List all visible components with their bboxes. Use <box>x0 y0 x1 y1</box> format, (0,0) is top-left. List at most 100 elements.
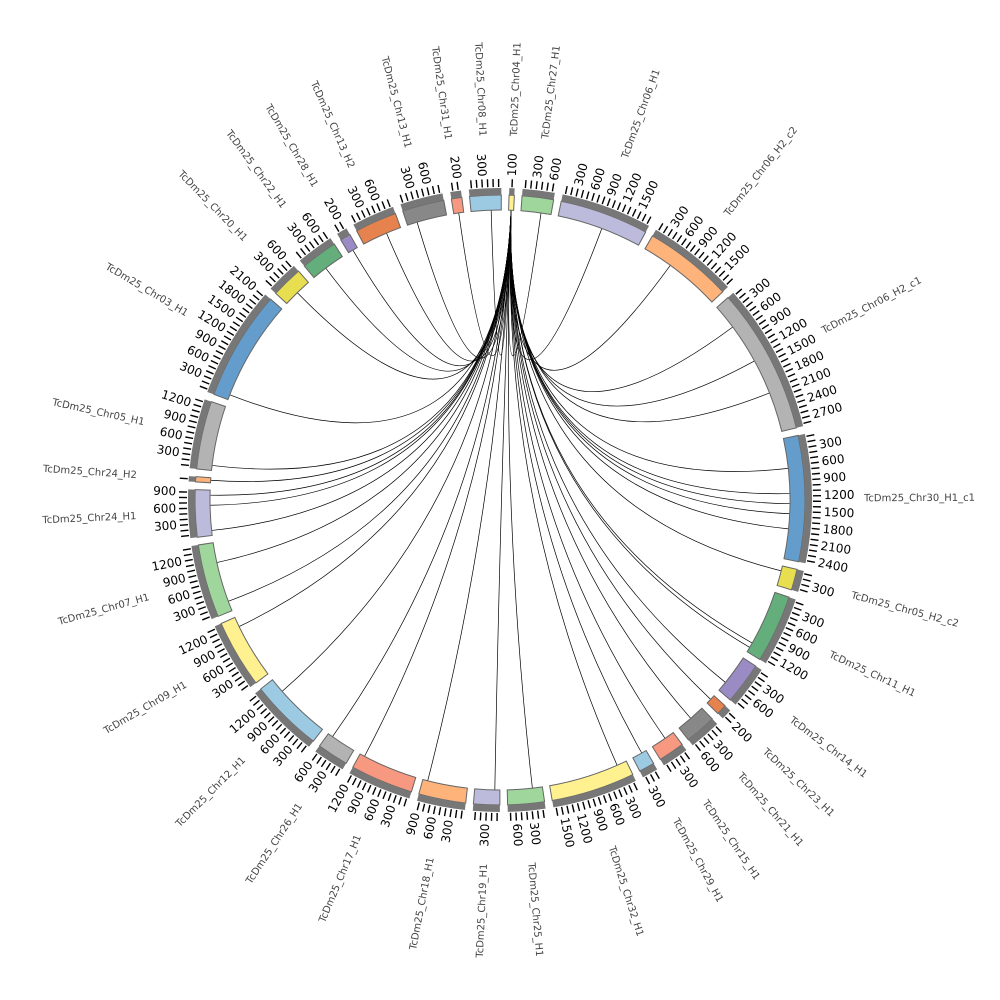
chromosome-block[interactable] <box>197 542 233 618</box>
tick-mark <box>808 444 817 448</box>
chromosome-sector[interactable] <box>182 542 233 621</box>
tick-mark <box>576 803 581 812</box>
chromosome-sector[interactable] <box>718 657 769 709</box>
chromosome-sector[interactable] <box>450 181 465 215</box>
tick-mark <box>744 694 752 701</box>
tick-label: 600 <box>153 501 176 516</box>
chromosome-block[interactable] <box>632 749 655 772</box>
chromosome-block[interactable] <box>318 733 355 765</box>
chromosome-block[interactable] <box>716 296 797 432</box>
tick-mark <box>795 601 804 606</box>
chromosome-sector[interactable] <box>678 707 722 752</box>
tick-mark <box>738 292 746 299</box>
chromosome-block[interactable] <box>549 760 634 802</box>
chromosome-sector[interactable] <box>468 178 502 212</box>
chromosome-block[interactable] <box>520 195 555 216</box>
chromosome-sector[interactable] <box>557 185 652 246</box>
chromosome-sector[interactable] <box>207 616 269 691</box>
chromosome-block[interactable] <box>355 212 402 245</box>
chromosome-block[interactable] <box>259 679 324 742</box>
tick-mark <box>313 238 320 246</box>
chromosome-label: TcDm25_Chr24_H1 <box>41 511 137 526</box>
chromosome-block[interactable] <box>196 401 227 471</box>
chromosome-sector[interactable] <box>508 179 515 211</box>
chromosome-sector[interactable] <box>199 290 283 401</box>
chromosome-sector[interactable] <box>399 184 448 226</box>
chromosome-block[interactable] <box>746 591 790 661</box>
chromosome-sector[interactable] <box>746 591 804 667</box>
tick-mark <box>256 290 264 297</box>
ideogram-band <box>791 569 804 592</box>
tick-mark <box>778 352 786 358</box>
chromosome-sector[interactable] <box>782 433 822 564</box>
chromosome-block[interactable] <box>303 243 344 279</box>
chromosome-block[interactable] <box>678 707 714 741</box>
tick-mark <box>181 458 190 461</box>
chromosome-block[interactable] <box>418 778 468 804</box>
chromosome-sector[interactable] <box>350 199 402 245</box>
chromosome-sector[interactable] <box>311 733 355 777</box>
chromosome-sector[interactable] <box>644 223 734 303</box>
chromosome-label: TcDm25_Chr25_H1 <box>525 861 544 957</box>
tick-mark <box>675 758 682 766</box>
chromosome-sector[interactable] <box>706 694 736 724</box>
chromosome-block[interactable] <box>506 786 546 806</box>
chromosome-sector[interactable] <box>334 221 358 254</box>
chromosome-sector[interactable] <box>295 231 344 279</box>
chromosome-block[interactable] <box>472 788 501 806</box>
chromosome-sector[interactable] <box>472 788 501 821</box>
tick-mark <box>235 316 244 323</box>
tick-mark <box>728 712 736 720</box>
chromosome-sector[interactable] <box>249 679 324 753</box>
chromosome-block[interactable] <box>718 657 757 701</box>
chromosome-sector[interactable] <box>179 489 213 539</box>
tick-mark <box>631 208 637 217</box>
chromosome-block[interactable] <box>195 476 212 484</box>
chromosome-sector[interactable] <box>179 476 212 484</box>
chromosome-sector[interactable] <box>651 731 691 772</box>
chromosome-block[interactable] <box>468 194 502 212</box>
chromosome-sector[interactable] <box>632 749 660 785</box>
chromosome-block[interactable] <box>220 616 269 684</box>
chromosome-sector[interactable] <box>520 179 555 216</box>
chromosome-block[interactable] <box>274 270 310 305</box>
chromosome-block[interactable] <box>402 199 448 226</box>
chromosome-block[interactable] <box>213 298 283 401</box>
chromosome-label: TcDm25_Chr08_H1 <box>472 41 488 137</box>
chromosome-sector[interactable] <box>776 565 813 593</box>
tick-mark <box>186 430 195 434</box>
chromosome-block[interactable] <box>340 233 358 254</box>
tick-mark <box>304 244 311 252</box>
ideogram-band <box>270 265 299 294</box>
chromosome-sector[interactable] <box>346 753 417 807</box>
tick-mark <box>207 628 216 634</box>
tick-mark <box>182 548 191 551</box>
chromosome-block[interactable] <box>508 194 515 211</box>
tick-mark <box>252 294 260 301</box>
tick-mark <box>267 716 275 723</box>
tick-mark <box>273 271 280 279</box>
chromosome-block[interactable] <box>651 731 683 761</box>
chromosome-block[interactable] <box>450 196 465 215</box>
chromosome-sector[interactable] <box>416 778 468 819</box>
chromosome-block[interactable] <box>557 200 647 246</box>
chromosome-sector[interactable] <box>716 288 812 432</box>
tick-mark <box>542 809 545 819</box>
tick-mark <box>536 810 540 819</box>
chromosome-label: TcDm25_Chr28_H1 <box>262 102 320 190</box>
chromosome-block[interactable] <box>352 753 417 793</box>
chromosome-block[interactable] <box>644 235 724 303</box>
ideogram-band <box>189 399 212 469</box>
chromosome-sector[interactable] <box>549 760 638 816</box>
chromosome-sector[interactable] <box>265 260 310 305</box>
tick-mark <box>220 340 229 346</box>
chromosome-sector[interactable] <box>506 786 546 821</box>
chromosome-block[interactable] <box>194 489 213 538</box>
tick-mark <box>724 716 732 724</box>
tick-label: 300 <box>171 603 197 624</box>
chromosome-sector[interactable] <box>180 398 227 471</box>
chromosome-block[interactable] <box>706 694 726 715</box>
chromosome-block[interactable] <box>776 565 798 591</box>
links-layer <box>210 210 790 790</box>
